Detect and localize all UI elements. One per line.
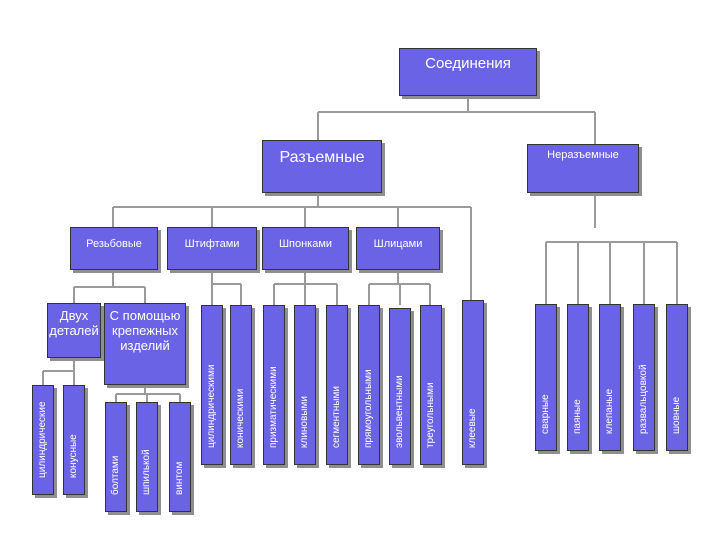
node-detachable: Разъемные [262,140,382,193]
leaf-involute-splines: эвольвентными [389,308,411,465]
leaf-label: шпилькой [141,449,152,495]
leaf-label: сегментными [331,386,342,448]
leaf-triangular-splines: треугольными [420,305,442,465]
leaf-label: сварные [540,394,551,434]
leaf-conical-thread: конусные [63,385,85,495]
node-permanent-label: Неразъемные [547,149,619,161]
node-permanent: Неразъемные [527,144,639,193]
leaf-wedge-keys: клиновыми [294,305,316,465]
leaf-rolling: развальцовкой [633,304,655,451]
node-keyed: Шпонками [262,227,349,270]
leaf-welded: сварные [535,304,557,451]
node-pinned: Штифтами [167,227,257,270]
leaf-label: паяные [572,399,583,434]
leaf-conical-pins: коническими [230,305,252,465]
node-fasteners: С помощью крепежных изделий [104,303,186,385]
leaf-label: клепаные [604,388,615,434]
leaf-soldered: паяные [567,304,589,451]
leaf-label: конусные [68,434,79,478]
leaf-segment-keys: сегментными [326,305,348,465]
leaf-prismatic-keys: призматическими [263,305,285,465]
leaf-label: клеевые [467,408,478,448]
leaf-label: коническими [235,388,246,448]
node-pinned-label: Штифтами [184,238,240,250]
leaf-label: шовные [671,396,682,434]
node-two-parts-label: Двух деталей [49,308,99,338]
node-fasteners-label: С помощью крепежных изделий [109,308,181,353]
node-connections-label: Соединения [425,55,511,72]
node-connections: Соединения [399,48,537,96]
leaf-cylindrical-pins: цилиндрическими [201,305,223,465]
node-two-parts: Двух деталей [47,303,101,358]
node-splined-label: Шлицами [373,238,423,250]
leaf-adhesive: клеевые [462,300,484,465]
leaf-label: цилиндрическими [206,364,217,448]
leaf-riveted: клепаные [599,304,621,451]
leaf-rectangular-splines: прямоугольными [358,305,380,465]
leaf-bolts: болтами [105,402,127,512]
node-keyed-label: Шпонками [278,238,333,250]
leaf-label: болтами [110,455,121,495]
leaf-screw: винтом [169,402,191,512]
leaf-label: развальцовкой [638,364,649,434]
node-splined: Шлицами [356,227,440,270]
leaf-label: винтом [174,461,185,495]
leaf-label: треугольными [425,382,436,448]
leaf-label: цилиндрические [37,401,48,478]
node-detachable-label: Разъемные [279,149,365,166]
leaf-label: прямоугольными [363,369,374,448]
leaf-seam: шовные [666,304,688,451]
leaf-label: клиновыми [299,396,310,448]
leaf-stud: шпилькой [136,402,158,512]
node-threaded: Резьбовые [70,227,158,270]
leaf-cylindrical-thread: цилиндрические [32,385,54,495]
leaf-label: эвольвентными [394,375,405,448]
node-threaded-label: Резьбовые [86,238,142,250]
leaf-label: призматическими [268,366,279,448]
